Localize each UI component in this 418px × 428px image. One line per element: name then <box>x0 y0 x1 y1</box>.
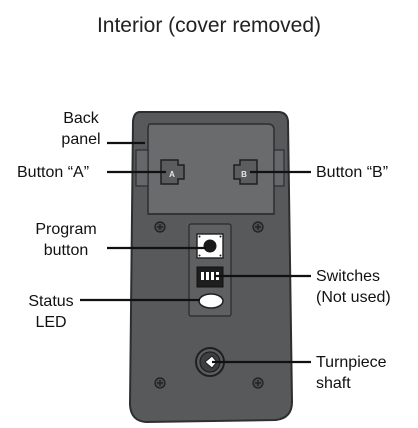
label-back-panel-line2: panel <box>61 131 101 148</box>
leader-lines <box>80 141 311 364</box>
label-status-line1: Status <box>28 293 74 310</box>
screw-bottom-right <box>252 377 264 389</box>
right-clip <box>273 149 285 187</box>
left-clip <box>135 149 149 187</box>
turnpiece-shaft <box>195 347 225 377</box>
button-b: B <box>233 159 258 185</box>
label-turnpiece-line2: shaft <box>316 375 351 392</box>
label-program-button: Program button <box>26 219 106 261</box>
label-back-panel-line1: Back <box>63 110 99 127</box>
screw-top-left <box>154 221 166 233</box>
button-a: A <box>160 159 185 185</box>
status-led <box>198 293 224 309</box>
label-back-panel: Back panel <box>56 108 106 150</box>
label-turnpiece-line1: Turnpiece <box>316 354 387 371</box>
screw-bottom-left <box>154 377 166 389</box>
label-program-line2: button <box>43 242 89 259</box>
label-program-line1: Program <box>35 221 97 238</box>
label-turnpiece-shaft: Turnpiece shaft <box>316 352 387 394</box>
label-switches-line1: Switches <box>316 268 381 285</box>
diagram-title: Interior (cover removed) <box>96 14 322 37</box>
label-status-line2: LED <box>35 314 67 331</box>
screw-top-right <box>252 221 264 233</box>
label-button-b: Button “B” <box>316 164 389 181</box>
label-switches: Switches (Not used) <box>316 266 391 308</box>
button-b-letter: B <box>241 170 247 179</box>
program-button <box>196 233 224 259</box>
label-button-a: Button “A” <box>17 164 90 181</box>
label-status-led: Status LED <box>24 291 78 333</box>
button-a-letter: A <box>169 170 175 179</box>
label-switches-line2: (Not used) <box>316 289 391 306</box>
